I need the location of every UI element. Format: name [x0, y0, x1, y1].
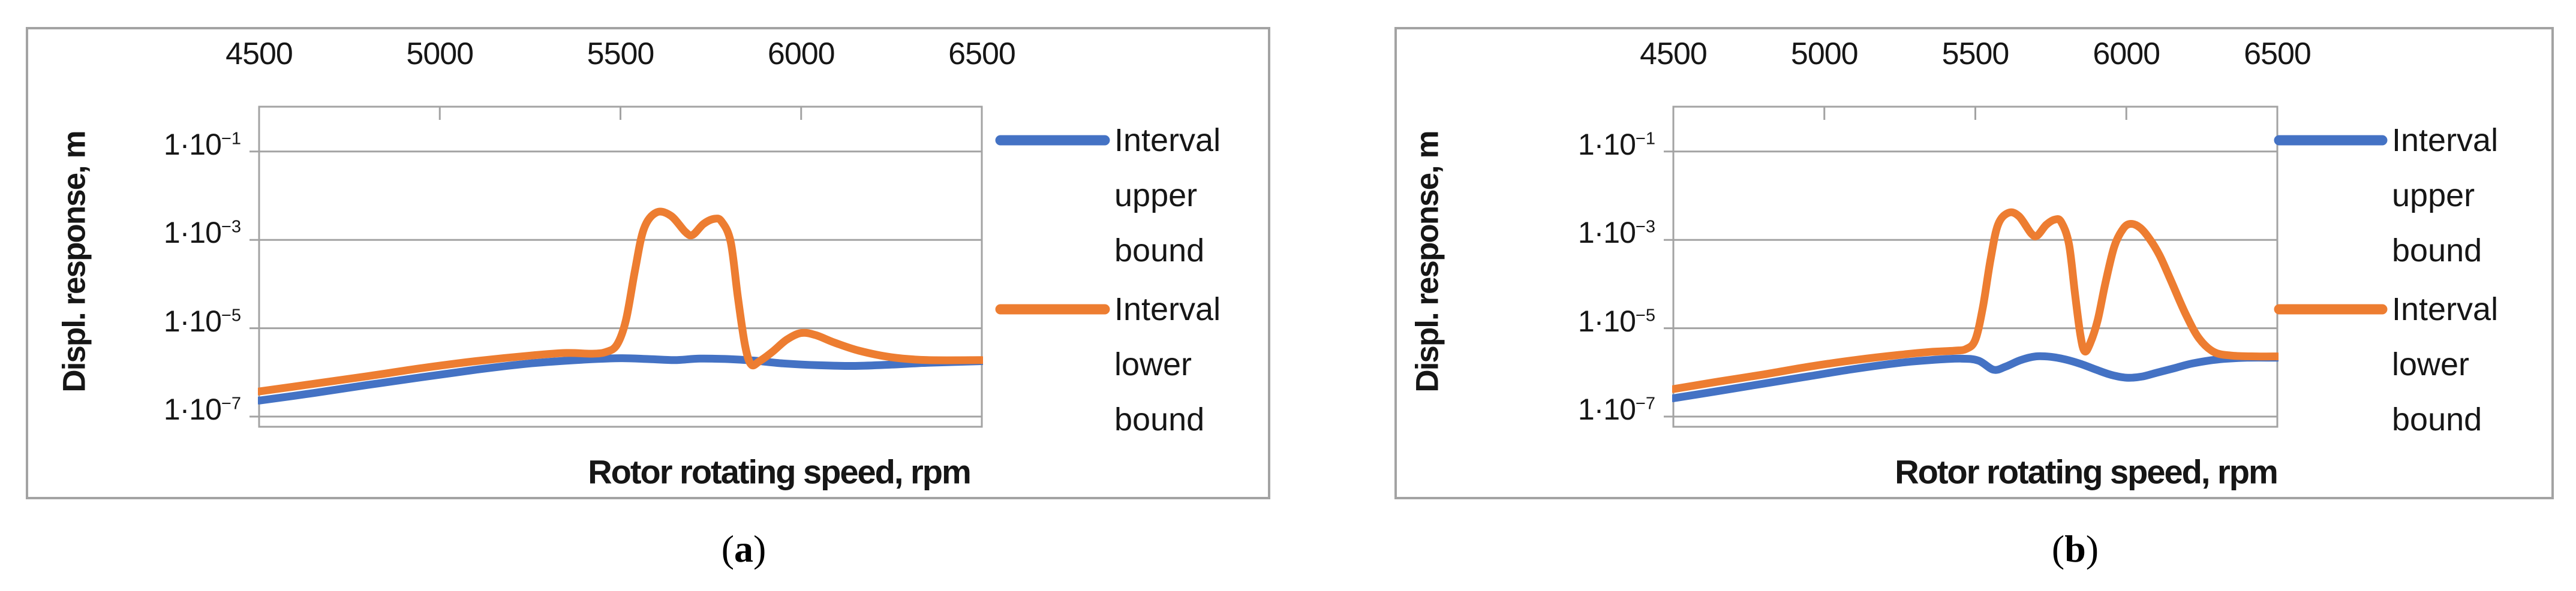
x-tick-label-6500-a: 6500: [948, 37, 1016, 71]
y-tick-label-1e-3-b: 1·10−3: [1577, 216, 1655, 250]
x-tick-label-6500-b: 6500: [2244, 37, 2312, 71]
y-tick-label-1e-5-b: 1·10−5: [1577, 304, 1655, 338]
legend-label-lower-bound-a: Interval lower bound: [1114, 291, 1221, 438]
series-curve-lower-bound-a: [258, 207, 983, 396]
y-tick-label-1e-5-a: 1·10−5: [163, 304, 241, 338]
y-tick-label-1e-3-a: 1·10−3: [163, 216, 241, 250]
caption-b-open: (: [2051, 527, 2065, 570]
caption-a-open: (: [721, 527, 734, 570]
y-tick-label-1e-7-a: 1·10−7: [163, 393, 241, 426]
caption-b-letter: b: [2064, 527, 2086, 570]
x-tick-label-4500-b: 4500: [1640, 37, 1708, 71]
y-axis-title-a: Displ. response, m: [56, 131, 92, 393]
chart-panel-a: [26, 27, 1270, 499]
x-tick-label-4500-a: 4500: [226, 37, 293, 71]
series-curve-upper-bound-b: [1672, 352, 2279, 402]
x-axis-title-b: Rotor rotating speed, rpm: [1895, 453, 2279, 491]
x-tick-label-5500-b: 5500: [1941, 37, 2010, 71]
y-tick-label-1e-7-b: 1·10−7: [1577, 393, 1655, 426]
series-curve-lower-bound-b: [1672, 208, 2279, 393]
y-tick-label-1e-1-b: 1·10−1: [1577, 127, 1655, 161]
legend-label-upper-bound-a: Interval upper bound: [1114, 122, 1221, 269]
chart-panel-b: [1394, 27, 2554, 499]
legend-label-upper-bound-b: Interval upper bound: [2392, 122, 2499, 269]
series-curve-upper-bound-a: [258, 354, 983, 405]
x-tick-label-6000-a: 6000: [767, 37, 835, 71]
caption-a-close: ): [753, 527, 767, 570]
x-axis-title-a: Rotor rotating speed, rpm: [588, 453, 972, 491]
panel-caption-a: (a): [722, 527, 767, 571]
x-tick-label-5000-a: 5000: [406, 37, 474, 71]
caption-b-close: ): [2085, 527, 2099, 570]
x-tick-label-6000-b: 6000: [2093, 37, 2160, 71]
plot-border-b: [1672, 105, 2279, 428]
caption-a-letter: a: [734, 527, 753, 570]
x-tick-label-5000-b: 5000: [1790, 37, 1859, 71]
legend-label-lower-bound-b: Interval lower bound: [2392, 291, 2499, 438]
panel-caption-b: (b): [2052, 527, 2099, 571]
y-tick-label-1e-1-a: 1·10−1: [163, 127, 241, 161]
y-axis-title-b: Displ. response, m: [1409, 131, 1445, 393]
x-tick-label-5500-a: 5500: [587, 37, 655, 71]
